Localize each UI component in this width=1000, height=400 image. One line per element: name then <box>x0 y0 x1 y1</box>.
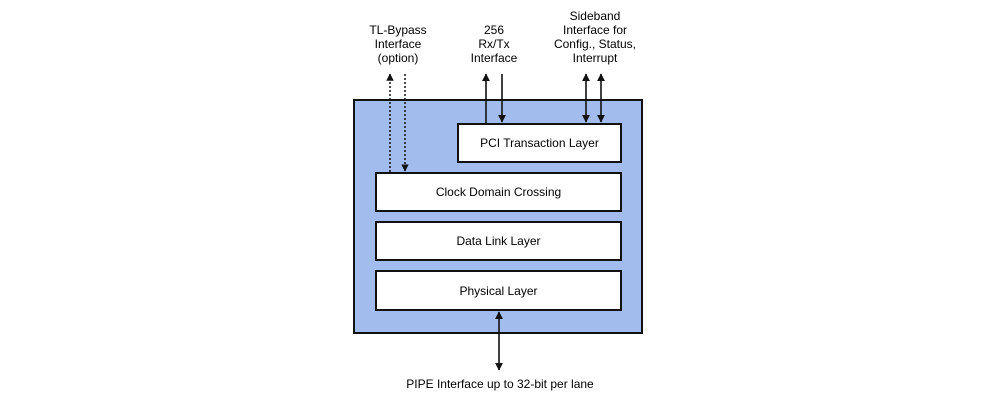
label-line: (option) <box>377 51 419 65</box>
label-line: Config., Status, <box>553 37 637 51</box>
label-line: Interface <box>470 51 518 65</box>
physical-layer-label: Physical Layer <box>459 283 538 298</box>
clock-domain-crossing-layer: Clock Domain Crossing <box>375 172 622 212</box>
physical-layer: Physical Layer <box>375 270 622 311</box>
label-line: Sideband <box>569 9 621 23</box>
label-line: TL-Bypass <box>369 23 427 37</box>
tl-bypass-interface-label: TL-Bypass Interface (option) <box>352 23 444 65</box>
rx-tx-interface-label: 256 Rx/Tx Interface <box>454 23 534 65</box>
data-link-layer: Data Link Layer <box>375 221 622 261</box>
pci-transaction-layer: PCI Transaction Layer <box>457 123 622 163</box>
label-line: Rx/Tx <box>478 37 510 51</box>
sideband-interface-label: Sideband Interface for Config., Status, … <box>540 9 650 65</box>
clock-domain-crossing-label: Clock Domain Crossing <box>435 185 562 199</box>
label-line: 256 <box>483 23 505 37</box>
pipe-interface-label: PIPE Interface up to 32-bit per lane <box>406 377 594 391</box>
data-link-layer-label: Data Link Layer <box>456 234 541 248</box>
label-line: Interface <box>374 37 422 51</box>
label-line: Interface for <box>562 23 628 37</box>
label-line: Interrupt <box>572 51 618 65</box>
pci-transaction-layer-label: PCI Transaction Layer <box>480 136 599 150</box>
